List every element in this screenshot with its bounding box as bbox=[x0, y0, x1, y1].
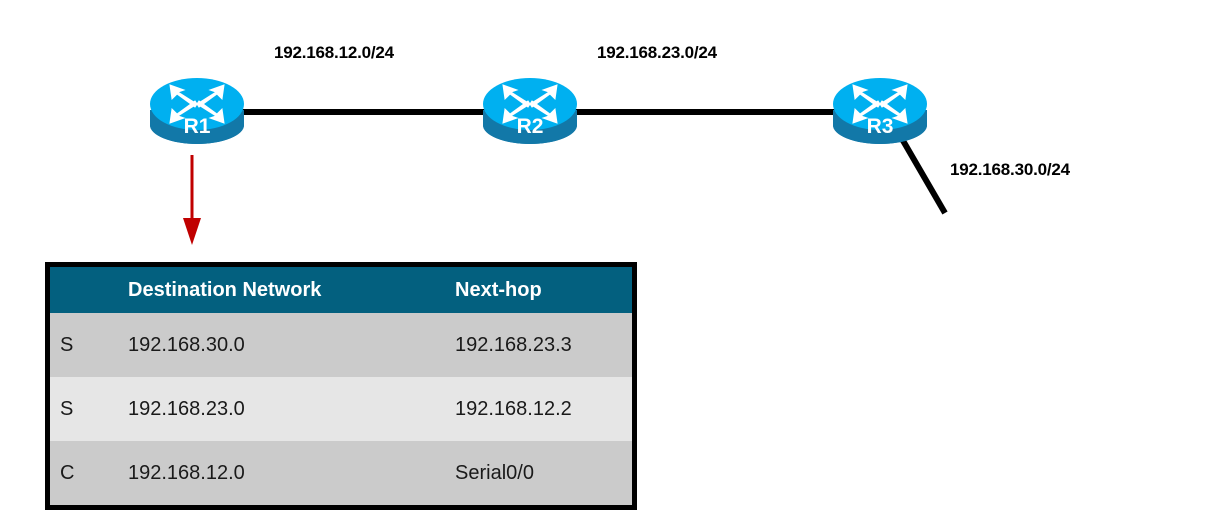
routing-table-grid: Destination Network Next-hop S 192.168.3… bbox=[50, 267, 632, 505]
label-network-192-168-12: 192.168.12.0/24 bbox=[274, 43, 394, 62]
r1-to-table-arrow bbox=[183, 155, 201, 245]
cell-next-hop: Serial0/0 bbox=[455, 441, 632, 505]
cell-next-hop: 192.168.12.2 bbox=[455, 377, 632, 441]
column-header-next-hop: Next-hop bbox=[455, 267, 632, 313]
label-network-192-168-23: 192.168.23.0/24 bbox=[597, 43, 717, 62]
routing-table-head: Destination Network Next-hop bbox=[50, 267, 632, 313]
column-header-destination-network: Destination Network bbox=[128, 267, 455, 313]
router-r2-label: R2 bbox=[517, 115, 544, 138]
routing-table: Destination Network Next-hop S 192.168.3… bbox=[45, 262, 637, 510]
link-line-r3-lan bbox=[895, 130, 948, 215]
cell-destination-network: 192.168.23.0 bbox=[128, 377, 455, 441]
routing-table-body: S 192.168.30.0 192.168.23.3 S 192.168.23… bbox=[50, 313, 632, 505]
label-network-192-168-30: 192.168.30.0/24 bbox=[950, 160, 1070, 179]
router-r1[interactable]: R1 bbox=[150, 78, 244, 144]
cell-next-hop: 192.168.23.3 bbox=[455, 313, 632, 377]
router-r2[interactable]: R2 bbox=[483, 78, 577, 144]
network-topology: R1 R2 R3 bbox=[150, 78, 948, 245]
column-header-code bbox=[50, 267, 128, 313]
cell-destination-network: 192.168.30.0 bbox=[128, 313, 455, 377]
cell-route-code: S bbox=[50, 377, 128, 441]
router-r3-label: R3 bbox=[867, 115, 894, 138]
router-r3[interactable]: R3 bbox=[833, 78, 927, 144]
router-r1-label: R1 bbox=[184, 115, 211, 138]
cell-route-code: C bbox=[50, 441, 128, 505]
table-row[interactable]: S 192.168.23.0 192.168.12.2 bbox=[50, 377, 632, 441]
cell-destination-network: 192.168.12.0 bbox=[128, 441, 455, 505]
cell-route-code: S bbox=[50, 313, 128, 377]
table-row[interactable]: C 192.168.12.0 Serial0/0 bbox=[50, 441, 632, 505]
table-header-row: Destination Network Next-hop bbox=[50, 267, 632, 313]
table-row[interactable]: S 192.168.30.0 192.168.23.3 bbox=[50, 313, 632, 377]
